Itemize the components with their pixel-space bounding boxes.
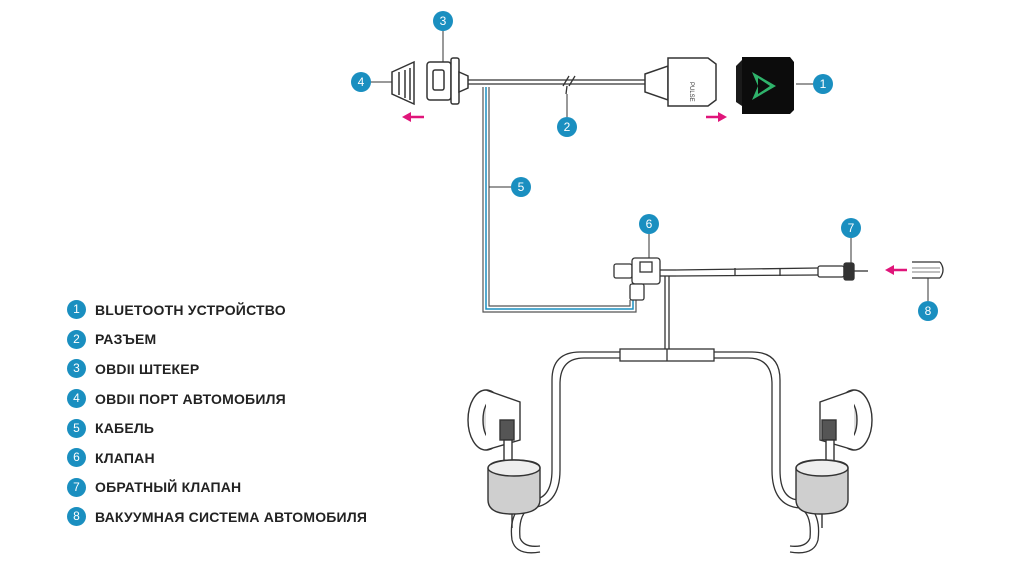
legend-label: КЛАПАН: [95, 449, 155, 466]
vacuum-hose: [664, 267, 819, 352]
legend-item: 6 КЛАПАН: [67, 448, 367, 468]
callout-8: 8: [918, 278, 938, 321]
arrow-left-icon: [885, 265, 907, 275]
legend-number-badge: 4: [67, 389, 86, 409]
valve: [613, 257, 676, 301]
svg-text:8: 8: [925, 304, 932, 318]
legend: 1 BLUETOOTH УСТРОЙСТВО 2 РАЗЪЕМ 3 OBDII …: [67, 300, 367, 527]
legend-item: 4 OBDII ПОРТ АВТОМОБИЛЯ: [67, 389, 367, 409]
right-actuator: [795, 389, 873, 528]
legend-label: РАЗЪЕМ: [95, 331, 157, 348]
legend-label: BLUETOOTH УСТРОЙСТВО: [95, 301, 286, 318]
legend-label: ВАКУУМНАЯ СИСТЕМА АВТОМОБИЛЯ: [95, 508, 368, 525]
legend-number-badge: 6: [67, 448, 86, 468]
legend-item: 5 КАБЕЛЬ: [67, 418, 367, 438]
check-valve: [817, 262, 868, 281]
actuator-hose: [510, 348, 820, 554]
legend-number-badge: 2: [67, 329, 86, 349]
arrow-right-icon: [706, 112, 727, 122]
svg-text:4: 4: [358, 75, 365, 89]
svg-text:2: 2: [564, 120, 571, 134]
legend-number-badge: 5: [67, 418, 86, 438]
callouts: 1 2 3 4 5 6 7: [351, 11, 938, 321]
obdii-car-port: [391, 60, 415, 106]
bluetooth-device: [736, 57, 794, 114]
callout-7: 7: [841, 218, 861, 263]
callout-4: 4: [351, 72, 392, 92]
callout-6: 6: [639, 214, 659, 258]
arrow-left-icon: [402, 112, 424, 122]
legend-item: 8 ВАКУУМНАЯ СИСТЕМА АВТОМОБИЛЯ: [67, 507, 367, 527]
legend-number-badge: 3: [67, 359, 86, 379]
legend-number-badge: 1: [67, 300, 86, 320]
svg-text:5: 5: [518, 180, 525, 194]
legend-number-badge: 8: [67, 507, 86, 527]
legend-item: 3 OBDII ШТЕКЕР: [67, 359, 367, 379]
callout-3: 3: [433, 11, 453, 62]
obdii-plug: [426, 57, 469, 105]
legend-label: OBDII ПОРТ АВТОМОБИЛЯ: [95, 390, 286, 407]
svg-text:3: 3: [440, 14, 447, 28]
legend-label: ОБРАТНЫЙ КЛАПАН: [95, 479, 242, 496]
legend-item: 2 РАЗЪЕМ: [67, 329, 367, 350]
svg-text:7: 7: [848, 221, 855, 235]
left-actuator: [467, 389, 541, 528]
legend-label: КАБЕЛЬ: [95, 420, 155, 437]
main-cable: [468, 75, 645, 95]
legend-item: 7 ОБРАТНЫЙ КЛАПАН: [67, 477, 367, 498]
callout-5: 5: [489, 177, 531, 197]
cable: [482, 87, 637, 313]
svg-text:PULSE: PULSE: [688, 82, 694, 102]
svg-text:6: 6: [646, 217, 653, 231]
legend-item: 1 BLUETOOTH УСТРОЙСТВО: [67, 300, 367, 320]
legend-label: OBDII ШТЕКЕР: [95, 360, 200, 377]
vehicle-vacuum-line: [912, 261, 944, 279]
svg-text:1: 1: [820, 77, 827, 91]
callout-2: 2: [557, 94, 577, 137]
callout-1: 1: [796, 74, 833, 94]
legend-number-badge: 7: [67, 477, 86, 497]
connector: PULSE: [644, 57, 717, 107]
